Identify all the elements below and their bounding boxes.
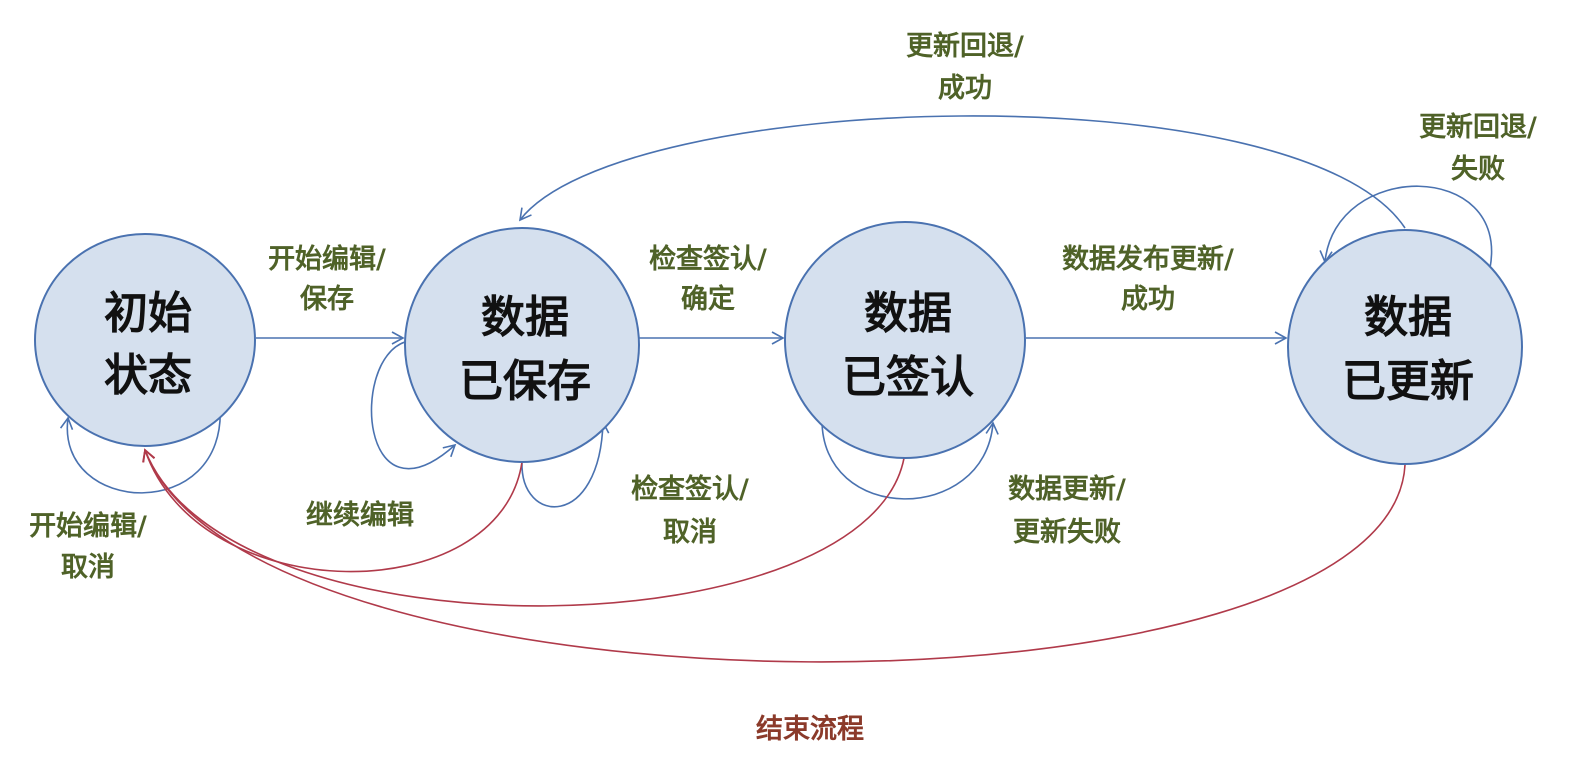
loop-updated <box>1319 185 1493 269</box>
label-rollback-success-1: 更新回退/ <box>906 30 1024 62</box>
label-publish-update-1: 数据发布更新/ <box>1062 243 1234 275</box>
edge-signed-to-initial-end <box>142 448 906 607</box>
state-initial-line2: 状态 <box>104 350 192 401</box>
loop-signed <box>821 417 999 500</box>
label-start-edit-save-1: 开始编辑/ <box>268 243 386 275</box>
edge-updated-to-saved-rollback <box>518 115 1406 229</box>
state-signed: 数据 已签认 <box>784 221 1026 459</box>
label-data-update-fail-1: 数据更新/ <box>1008 473 1126 505</box>
edge-saved-to-initial-end <box>142 448 523 573</box>
loop-initial <box>59 404 221 494</box>
label-check-sign-cancel-2: 取消 <box>663 517 717 548</box>
label-start-edit-cancel-2: 取消 <box>61 552 115 583</box>
label-publish-update-2: 成功 <box>1121 284 1175 315</box>
label-check-sign-cancel-1: 检查签认/ <box>631 473 749 505</box>
state-saved: 数据 已保存 <box>404 227 640 463</box>
state-updated: 数据 已更新 <box>1287 229 1523 465</box>
label-continue-edit: 继续编辑 <box>306 499 414 531</box>
loop-saved-continue-edit <box>370 341 457 470</box>
label-start-edit-cancel-1: 开始编辑/ <box>29 510 147 542</box>
state-saved-line2: 已保存 <box>459 356 591 407</box>
state-initial: 初始 状态 <box>34 233 256 447</box>
label-start-edit-save-2: 保存 <box>299 284 354 315</box>
label-end-process: 结束流程 <box>756 714 864 745</box>
state-initial-line1: 初始 <box>104 288 192 339</box>
edge-updated-to-initial-end <box>142 448 1406 663</box>
state-updated-line2: 已更新 <box>1342 356 1474 407</box>
label-rollback-fail-1: 更新回退/ <box>1419 111 1537 143</box>
loop-saved-check-cancel <box>521 420 610 508</box>
state-signed-line1: 数据 <box>864 288 952 339</box>
label-check-sign-confirm-1: 检查签认/ <box>649 243 767 275</box>
label-data-update-fail-2: 更新失败 <box>1013 516 1121 548</box>
state-signed-line2: 已签认 <box>842 352 974 403</box>
label-rollback-fail-2: 失败 <box>1451 154 1505 185</box>
label-rollback-success-2: 成功 <box>938 73 992 104</box>
state-updated-line1: 数据 <box>1364 292 1452 343</box>
state-saved-line1: 数据 <box>481 292 569 343</box>
label-check-sign-confirm-2: 确定 <box>681 283 735 315</box>
